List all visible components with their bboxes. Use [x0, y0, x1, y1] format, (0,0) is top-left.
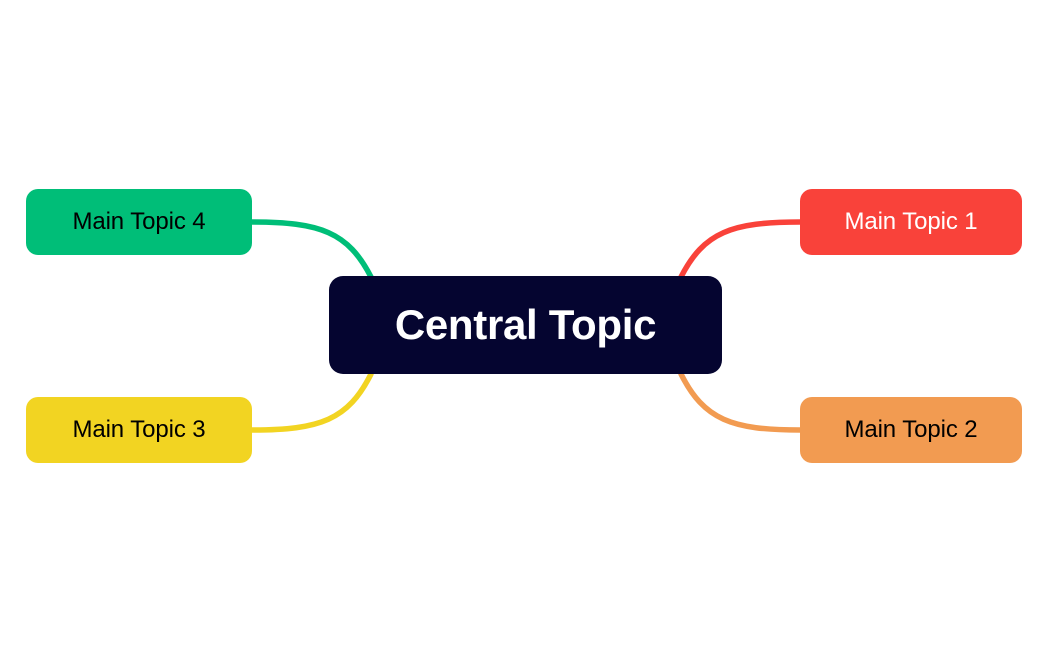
connector-topic-1 — [678, 219, 803, 280]
branch-node-main-topic-4[interactable]: Main Topic 4 — [26, 189, 252, 255]
branch-label-main-topic-4: Main Topic 4 — [72, 208, 206, 235]
connector-topic-2 — [678, 371, 803, 433]
branch-label-main-topic-1: Main Topic 1 — [844, 208, 978, 235]
branch-node-main-topic-2[interactable]: Main Topic 2 — [800, 397, 1022, 463]
branch-label-main-topic-2: Main Topic 2 — [844, 416, 978, 443]
central-topic-node[interactable]: Central Topic — [329, 276, 722, 374]
connector-topic-4 — [249, 219, 374, 280]
central-topic-label: Central Topic — [394, 301, 657, 348]
branch-node-main-topic-1[interactable]: Main Topic 1 — [800, 189, 1022, 255]
branch-node-main-topic-3[interactable]: Main Topic 3 — [26, 397, 252, 463]
branch-label-main-topic-3: Main Topic 3 — [72, 416, 206, 443]
connector-topic-3 — [249, 371, 374, 433]
